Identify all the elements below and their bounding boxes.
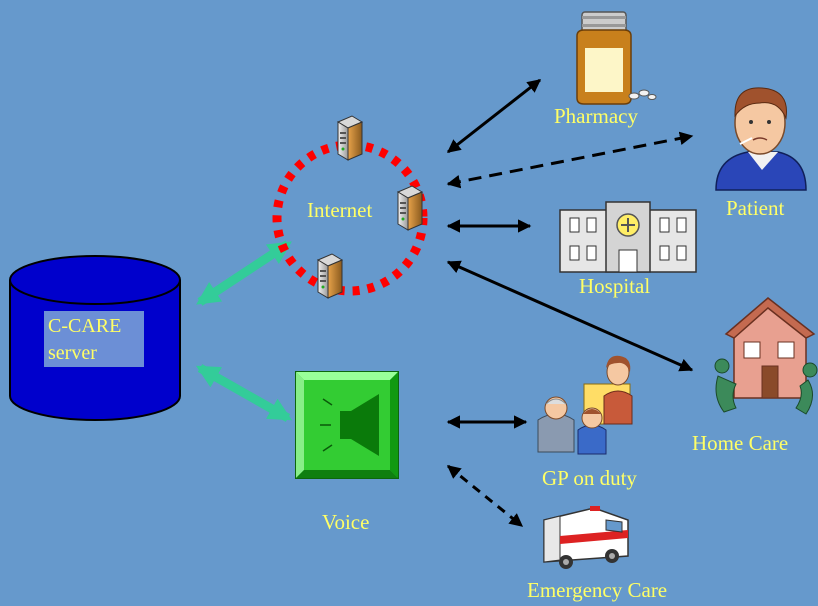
server-label-line2: server	[48, 342, 97, 364]
voice-label: Voice	[322, 510, 370, 534]
ambulance-icon	[543, 506, 629, 569]
voice-emergency-arrow	[446, 464, 524, 528]
internet-pharmacy-arrow	[446, 78, 542, 154]
hospital-building-icon	[559, 201, 697, 273]
server-internet-link	[196, 240, 292, 306]
doctor-family-icon	[537, 355, 633, 455]
house-icon	[714, 297, 818, 415]
emergency-care-label: Emergency Care	[527, 578, 668, 602]
medicine-bottle-icon	[576, 11, 657, 105]
server-label-box	[44, 311, 144, 367]
internet-label: Internet	[307, 198, 373, 222]
patient-label: Patient	[726, 196, 785, 220]
hospital-label: Hospital	[579, 274, 651, 298]
patient-boy-icon	[715, 87, 807, 191]
server-voice-link	[195, 364, 293, 422]
internet-patient-arrow	[446, 131, 694, 189]
internet-ring	[272, 140, 428, 296]
gp-on-duty-label: GP on duty	[542, 466, 637, 490]
speaker-icon	[295, 371, 399, 479]
internet-homecare-arrow	[446, 260, 694, 372]
home-care-label: Home Care	[692, 431, 789, 455]
server-label-line1: C-CARE	[48, 315, 122, 337]
pharmacy-label: Pharmacy	[554, 104, 638, 128]
